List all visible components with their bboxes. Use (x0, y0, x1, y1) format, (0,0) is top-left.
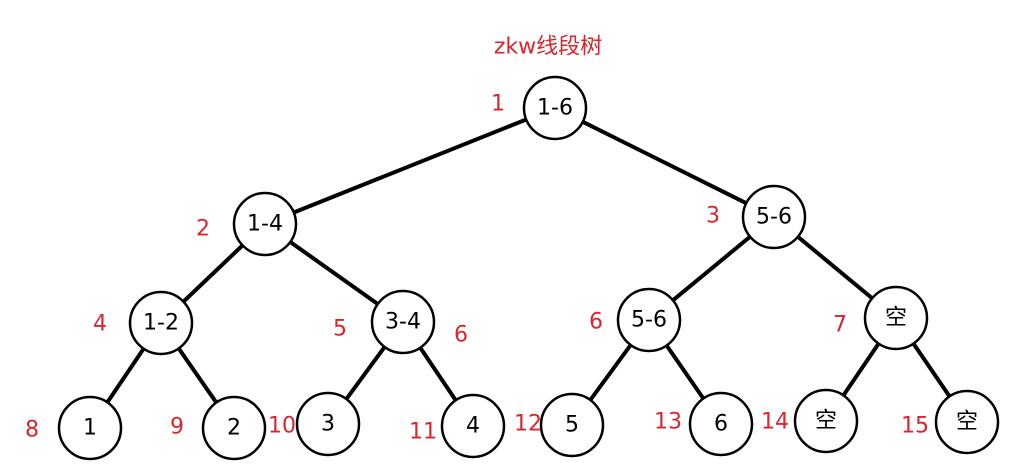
node-index-label-11: 11 (409, 420, 437, 445)
node-circle (57, 395, 123, 461)
edge-2-4 (181, 243, 245, 304)
node-range-label: 1-4 (247, 212, 283, 237)
node-index-label-14: 14 (761, 410, 789, 435)
tree-node-7: 空 (863, 285, 929, 351)
node-range-label: 空 (885, 306, 907, 331)
node-range-label: 空 (815, 409, 837, 434)
node-circle (201, 395, 267, 461)
node-index-label-12: 12 (514, 412, 542, 437)
tree-node-13: 6 (688, 391, 754, 457)
node-circle (522, 75, 588, 141)
node-circle (793, 388, 859, 454)
node-range-label: 3-4 (385, 310, 421, 335)
node-circle (539, 392, 605, 458)
node-index-label-10: 10 (268, 414, 296, 439)
node-circle (863, 285, 929, 351)
node-index-label-2: 2 (196, 217, 210, 242)
tree-node-14: 空 (793, 388, 859, 454)
node-range-label: 5-6 (631, 308, 667, 333)
node-index-label-6: 6 (589, 310, 603, 335)
tree-node-10: 3 (295, 391, 361, 457)
tree-node-8: 1 (57, 395, 123, 461)
node-range-label: 1 (83, 416, 97, 441)
tree-node-2: 1-4 (232, 191, 298, 257)
node-range-label: 1-2 (143, 311, 179, 336)
edge-7-15 (911, 341, 952, 399)
edge-7-14 (841, 341, 881, 398)
node-index-label-9: 9 (170, 415, 184, 440)
node-circle (616, 287, 682, 353)
node-index-label-15: 15 (901, 414, 929, 439)
tree-node-3: 5-6 (741, 184, 807, 250)
edge-5-10 (344, 344, 387, 402)
node-circle (688, 391, 754, 457)
tree-node-15: 空 (934, 389, 1000, 455)
node-range-label: 5-6 (756, 205, 792, 230)
tree-node-6: 5-6 (616, 287, 682, 353)
edge-6-13 (664, 343, 706, 401)
edges-layer (105, 117, 952, 405)
node-circle (741, 184, 807, 250)
node-circle (440, 393, 506, 459)
node-circle (295, 391, 361, 457)
node-range-label: 5 (565, 413, 579, 438)
edge-1-3 (580, 119, 749, 206)
node-range-label: 2 (227, 416, 241, 441)
tree-node-5: 3-4 (370, 289, 436, 355)
edge-2-5 (288, 239, 380, 307)
node-index-label-8: 8 (25, 418, 39, 443)
edge-4-8 (105, 346, 146, 405)
edge-5-11 (418, 345, 458, 403)
tree-node-11: 4 (440, 393, 506, 459)
node-range-label: 1-6 (537, 96, 573, 121)
extra-index-label: 6 (454, 323, 468, 348)
node-range-label: 4 (466, 414, 480, 439)
node-circle (232, 191, 298, 257)
tree-node-9: 2 (201, 395, 267, 461)
edge-4-9 (176, 346, 219, 405)
node-index-label-7: 7 (833, 313, 847, 338)
node-range-label: 6 (714, 412, 728, 437)
node-range-label: 空 (956, 410, 978, 435)
tree-node-1: 1-6 (522, 75, 588, 141)
node-range-label: 3 (321, 412, 335, 437)
edge-6-12 (588, 342, 633, 403)
tree-node-4: 1-2 (128, 290, 194, 356)
edge-3-6 (670, 234, 753, 303)
edge-3-7 (795, 234, 875, 301)
tree-node-12: 5 (539, 392, 605, 458)
node-index-label-5: 5 (333, 317, 347, 342)
node-circle (934, 389, 1000, 455)
node-circle (128, 290, 194, 356)
node-index-label-3: 3 (706, 204, 720, 229)
node-index-label-4: 4 (93, 312, 107, 337)
node-circle (370, 289, 436, 355)
edge-1-2 (291, 117, 529, 215)
node-index-label-13: 13 (654, 410, 682, 435)
node-index-label-1: 1 (491, 92, 505, 117)
diagram-title: zkw线段树 (494, 35, 602, 60)
